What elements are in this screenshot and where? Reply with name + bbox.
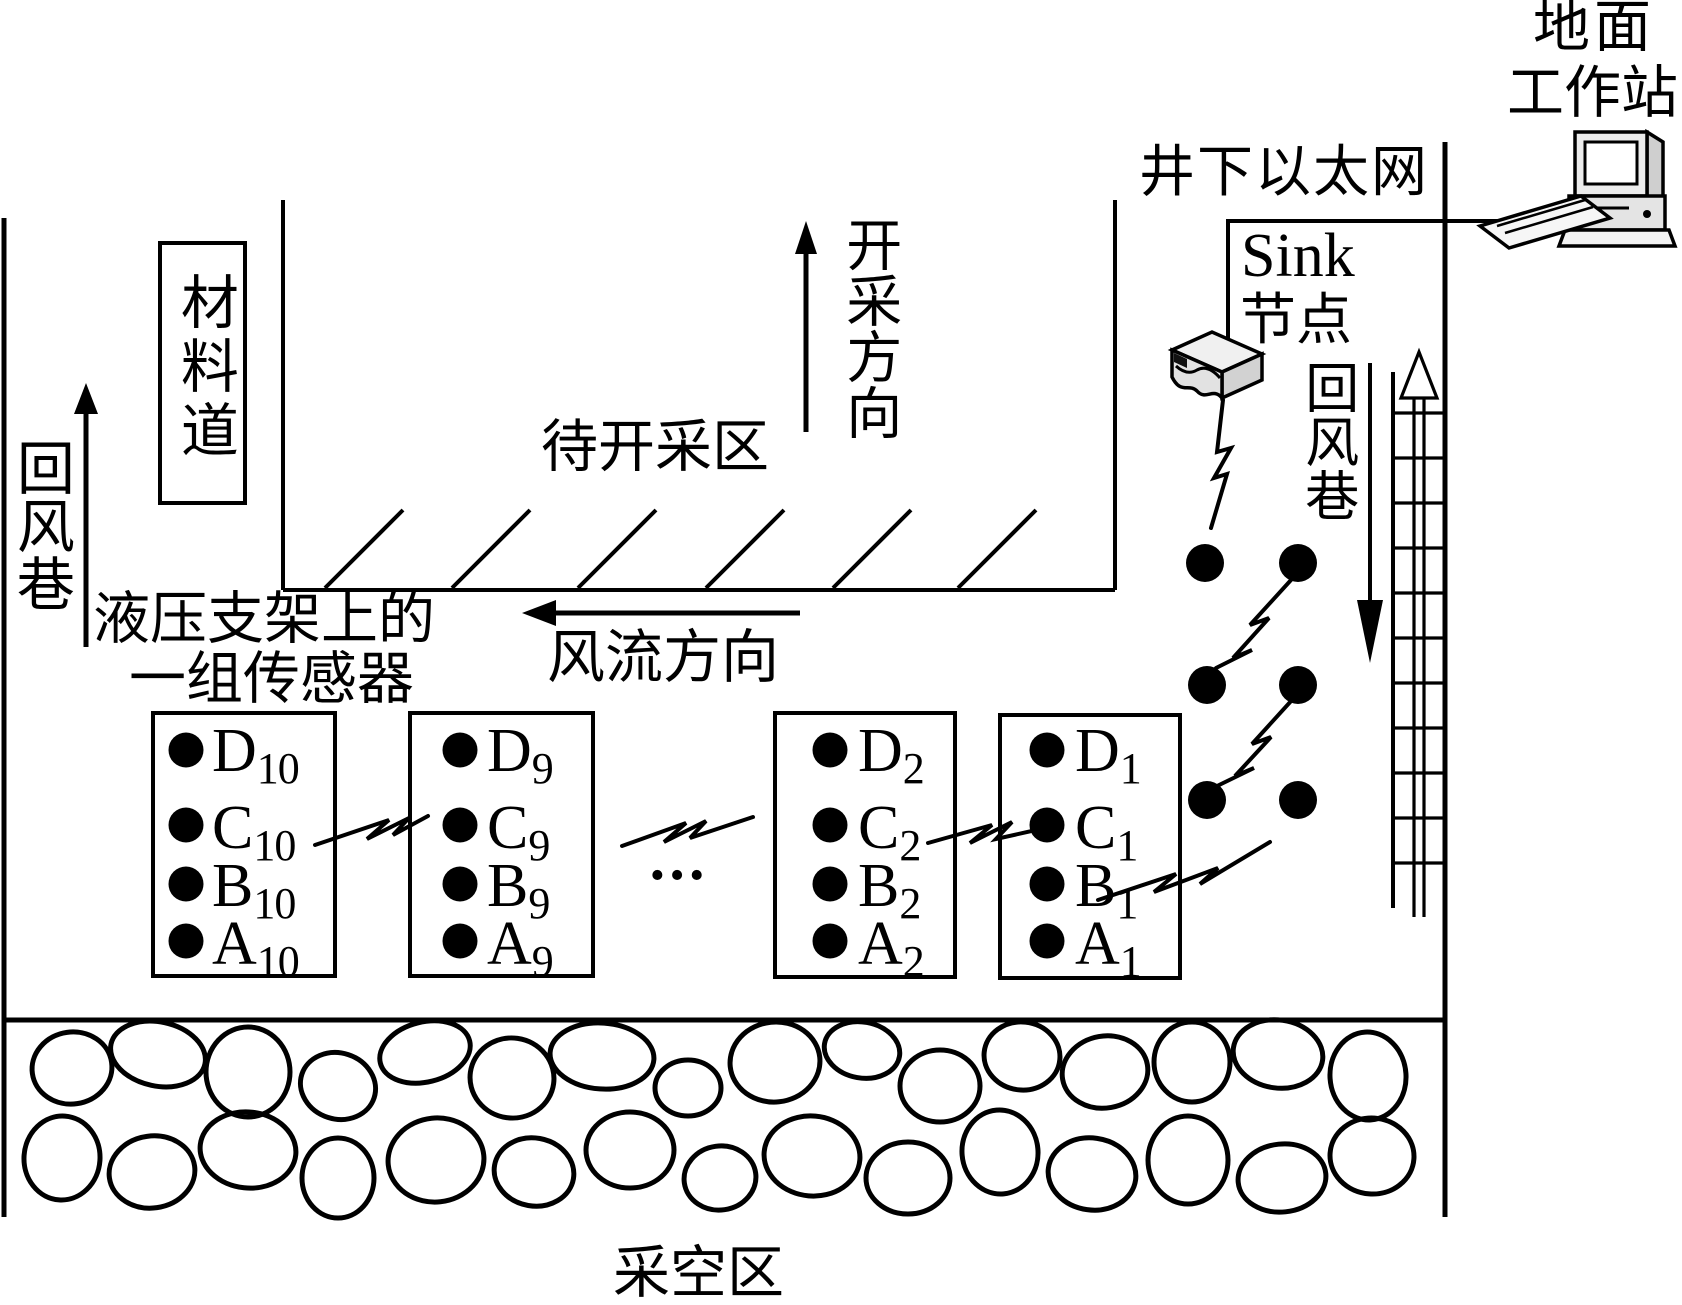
sensor-label-a2: A2 <box>858 910 925 986</box>
sensor-label-c2: C2 <box>858 794 921 870</box>
sensor-label-b2: B2 <box>858 852 921 928</box>
sensor-label-a10: A10 <box>212 910 300 986</box>
sensor-label-a1: A1 <box>1075 910 1142 986</box>
mining-direction-label: 开采方向 <box>837 216 900 440</box>
airflow-direction-arrow <box>522 600 800 626</box>
return-airway-right-label: 回风巷 <box>1296 360 1357 522</box>
sensor-label-a9: A9 <box>487 910 554 986</box>
coal-face-hatching <box>323 508 1038 590</box>
airflow-down-arrow <box>1357 363 1383 663</box>
airflow-up-arrow-left <box>74 383 98 647</box>
sensor-label-b1: B1 <box>1075 852 1138 928</box>
ellipsis-continuation: ••• <box>650 853 710 899</box>
ethernet-line <box>1226 219 1540 356</box>
sink-node-device-icon <box>1167 330 1267 403</box>
material-lane-label: 材料道 <box>171 272 237 464</box>
material-lane-box <box>158 241 247 505</box>
goaf-rocks <box>21 1017 1417 1221</box>
sensor-node-dots <box>168 732 1065 959</box>
sensor-label-c10: C10 <box>212 794 296 870</box>
surface-workstation-computer-icon <box>1476 128 1678 250</box>
sink-node-label-line2: 节点 <box>1240 290 1352 352</box>
ladder-structure <box>1391 372 1445 908</box>
wireless-link-lightning-icon <box>313 398 1294 902</box>
sensor-caption-line1: 液压支架上的 <box>93 588 435 651</box>
surface-station-label-line2: 工作站 <box>1507 62 1678 125</box>
sensor-caption-line2: 一组传感器 <box>129 648 414 711</box>
sensor-label-d10: D10 <box>212 717 300 793</box>
mine-walls <box>1 142 1448 1217</box>
underground-ethernet-label: 井下以太网 <box>1139 142 1429 204</box>
up-arrow-outline <box>1398 347 1440 917</box>
sensor-label-c1: C1 <box>1075 794 1138 870</box>
goaf-label: 采空区 <box>613 1242 784 1305</box>
airflow-direction-label: 风流方向 <box>547 625 780 690</box>
sink-node-label-line1: Sink <box>1241 222 1355 290</box>
sensor-label-b9: B9 <box>487 852 550 928</box>
sensor-label-c9: C9 <box>487 794 550 870</box>
relay-node-dots <box>1186 544 1317 819</box>
sensor-label-b10: B10 <box>212 852 296 928</box>
sensor-group-boxes <box>151 711 1182 980</box>
area-to-be-mined-label: 待开采区 <box>541 416 769 479</box>
sensor-label-d1: D1 <box>1075 717 1142 793</box>
mining-direction-arrow <box>795 221 817 432</box>
surface-station-label-line1: 地面 <box>1533 0 1655 59</box>
return-airway-left-label: 回风巷 <box>7 438 73 612</box>
sensor-label-d9: D9 <box>487 717 554 793</box>
sensor-label-d2: D2 <box>858 717 925 793</box>
